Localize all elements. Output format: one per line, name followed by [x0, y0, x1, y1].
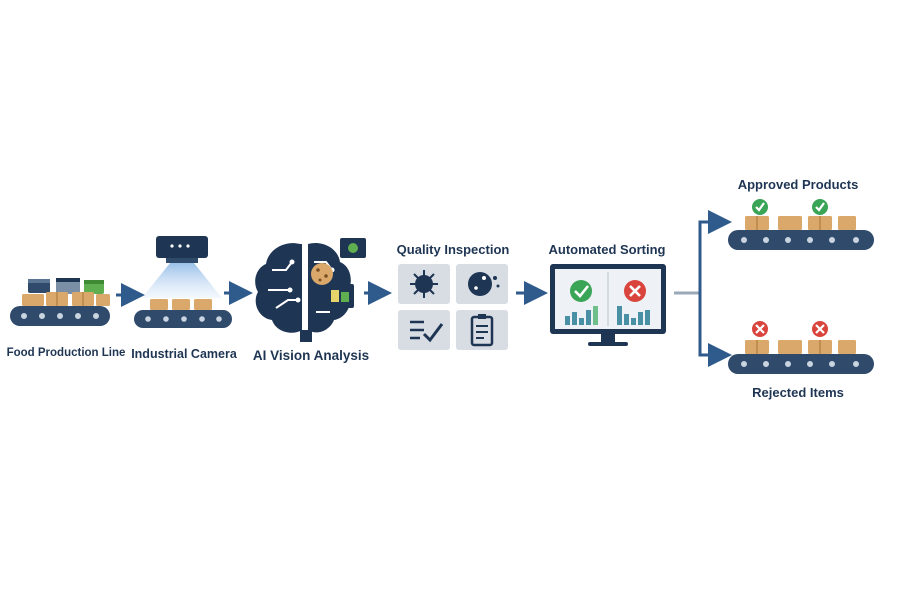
- quality-inspection-label: Quality Inspection: [396, 242, 510, 257]
- industrial-camera-label: Industrial Camera: [131, 347, 237, 361]
- industrial-camera-icon: [134, 236, 232, 328]
- ai-vision-analysis-label: AI Vision Analysis: [252, 348, 370, 363]
- cookie-icon: [311, 263, 333, 285]
- package-panel-icon: [326, 284, 354, 308]
- bacteria-icon: [410, 270, 438, 298]
- clipboard-icon: [470, 314, 494, 347]
- rejected-belt-icon: [728, 321, 874, 374]
- rejected-items-label: Rejected Items: [752, 385, 844, 400]
- clipboard-icon-tile: [456, 310, 508, 350]
- monitor-icon: [550, 264, 666, 346]
- food-line-icon: [10, 278, 110, 326]
- split-arrow: [674, 210, 732, 367]
- quality-inspection-tiles: [398, 264, 508, 350]
- approve-check-icon: [570, 280, 592, 302]
- brain-icon: [255, 238, 366, 342]
- checklist-icon: [410, 320, 444, 343]
- approved-products-label: Approved Products: [737, 177, 859, 192]
- automated-sorting-label: Automated Sorting: [548, 242, 666, 257]
- food-production-line-label: Food Production Line: [6, 347, 126, 359]
- approved-belt-icon: [728, 199, 874, 250]
- cookie-defect-icon: [468, 272, 500, 296]
